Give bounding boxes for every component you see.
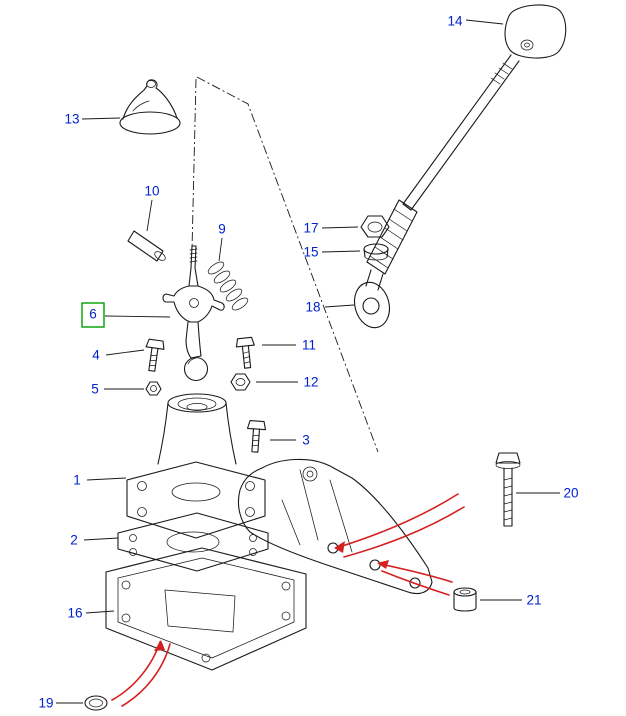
part-nut-17	[360, 215, 390, 238]
callouts: 14 13 10 9 17 15 6 18	[38, 14, 578, 711]
leader-line	[321, 250, 361, 253]
callout-1: 1	[73, 473, 127, 488]
part-nut-12	[230, 373, 251, 391]
callout-5-label[interactable]: 5	[91, 382, 99, 397]
callout-14: 14	[447, 14, 504, 29]
callout-9-label[interactable]: 9	[218, 222, 226, 237]
callout-13-label[interactable]: 13	[64, 112, 79, 127]
part-spring-9	[207, 261, 249, 311]
callout-16: 16	[67, 606, 115, 621]
callout-4: 4	[92, 348, 145, 363]
red-arrowhead	[334, 541, 345, 553]
callout-19: 19	[38, 696, 83, 711]
leader-line	[324, 304, 355, 308]
part-pin-10	[127, 230, 166, 262]
callout-5: 5	[91, 382, 144, 397]
callout-3-label[interactable]: 3	[302, 433, 310, 448]
part-gear-lever-6	[162, 245, 225, 382]
callout-20-label[interactable]: 20	[563, 486, 578, 501]
part-rod-sleeve	[366, 199, 418, 275]
part-bush-21	[453, 587, 477, 612]
part-bolt-4	[145, 338, 165, 372]
callout-17-label[interactable]: 17	[303, 221, 318, 236]
leader-line	[86, 477, 127, 481]
part-extension-casting	[237, 458, 433, 595]
alignment-centerlines	[191, 76, 379, 453]
callout-15-label[interactable]: 15	[303, 245, 318, 260]
leader-line	[81, 117, 121, 120]
leader-line	[321, 226, 359, 229]
callout-16-label[interactable]: 16	[67, 606, 82, 621]
assembly-pointer-curves	[111, 493, 465, 707]
callout-10: 10	[144, 184, 160, 232]
part-gaiter-boot	[119, 79, 181, 135]
callout-19-label[interactable]: 19	[38, 696, 53, 711]
part-plug-19	[84, 695, 108, 711]
leader-line	[465, 19, 504, 25]
part-bolt-11	[235, 336, 255, 369]
callout-11-label[interactable]: 11	[302, 338, 316, 353]
callout-1-label[interactable]: 1	[73, 473, 81, 488]
part-housing-1	[126, 393, 266, 539]
leader-line	[218, 237, 223, 262]
part-nut-5	[145, 381, 162, 396]
part-lower-plate-16	[105, 547, 307, 671]
callout-2-label[interactable]: 2	[70, 533, 78, 548]
callout-20: 20	[516, 486, 579, 501]
callout-18: 18	[305, 300, 355, 315]
callout-21-label[interactable]: 21	[526, 593, 541, 608]
red-arrowhead	[154, 640, 165, 651]
leader-line	[146, 199, 153, 232]
part-bolt-3	[246, 419, 267, 453]
callout-6-label[interactable]: 6	[89, 307, 97, 322]
part-gear-knob-and-rod	[402, 4, 567, 211]
part-bush-15	[363, 243, 389, 261]
callout-10-label[interactable]: 10	[144, 184, 159, 199]
red-arrowhead	[377, 560, 389, 569]
part-rod-eye-end	[353, 269, 391, 329]
callout-21: 21	[480, 593, 542, 608]
callout-11: 11	[262, 338, 316, 353]
leader-line	[83, 537, 119, 541]
leader-line	[105, 349, 145, 356]
callout-12-label[interactable]: 12	[303, 375, 318, 390]
callout-2: 2	[70, 533, 119, 548]
leader-line	[85, 610, 115, 614]
callout-13: 13	[64, 112, 121, 127]
callout-14-label[interactable]: 14	[447, 14, 463, 29]
callout-18-label[interactable]: 18	[305, 300, 320, 315]
leader-line	[104, 315, 171, 318]
callout-9: 9	[218, 222, 226, 262]
callout-17: 17	[303, 221, 359, 236]
callout-4-label[interactable]: 4	[92, 348, 100, 363]
callout-3: 3	[270, 433, 310, 448]
part-gasket-2	[117, 512, 269, 572]
callout-12: 12	[256, 375, 319, 390]
highlight-box	[81, 302, 105, 328]
part-bolt-20	[495, 452, 521, 527]
callout-6-highlighted: 6	[81, 302, 171, 328]
callout-15: 15	[303, 245, 361, 260]
